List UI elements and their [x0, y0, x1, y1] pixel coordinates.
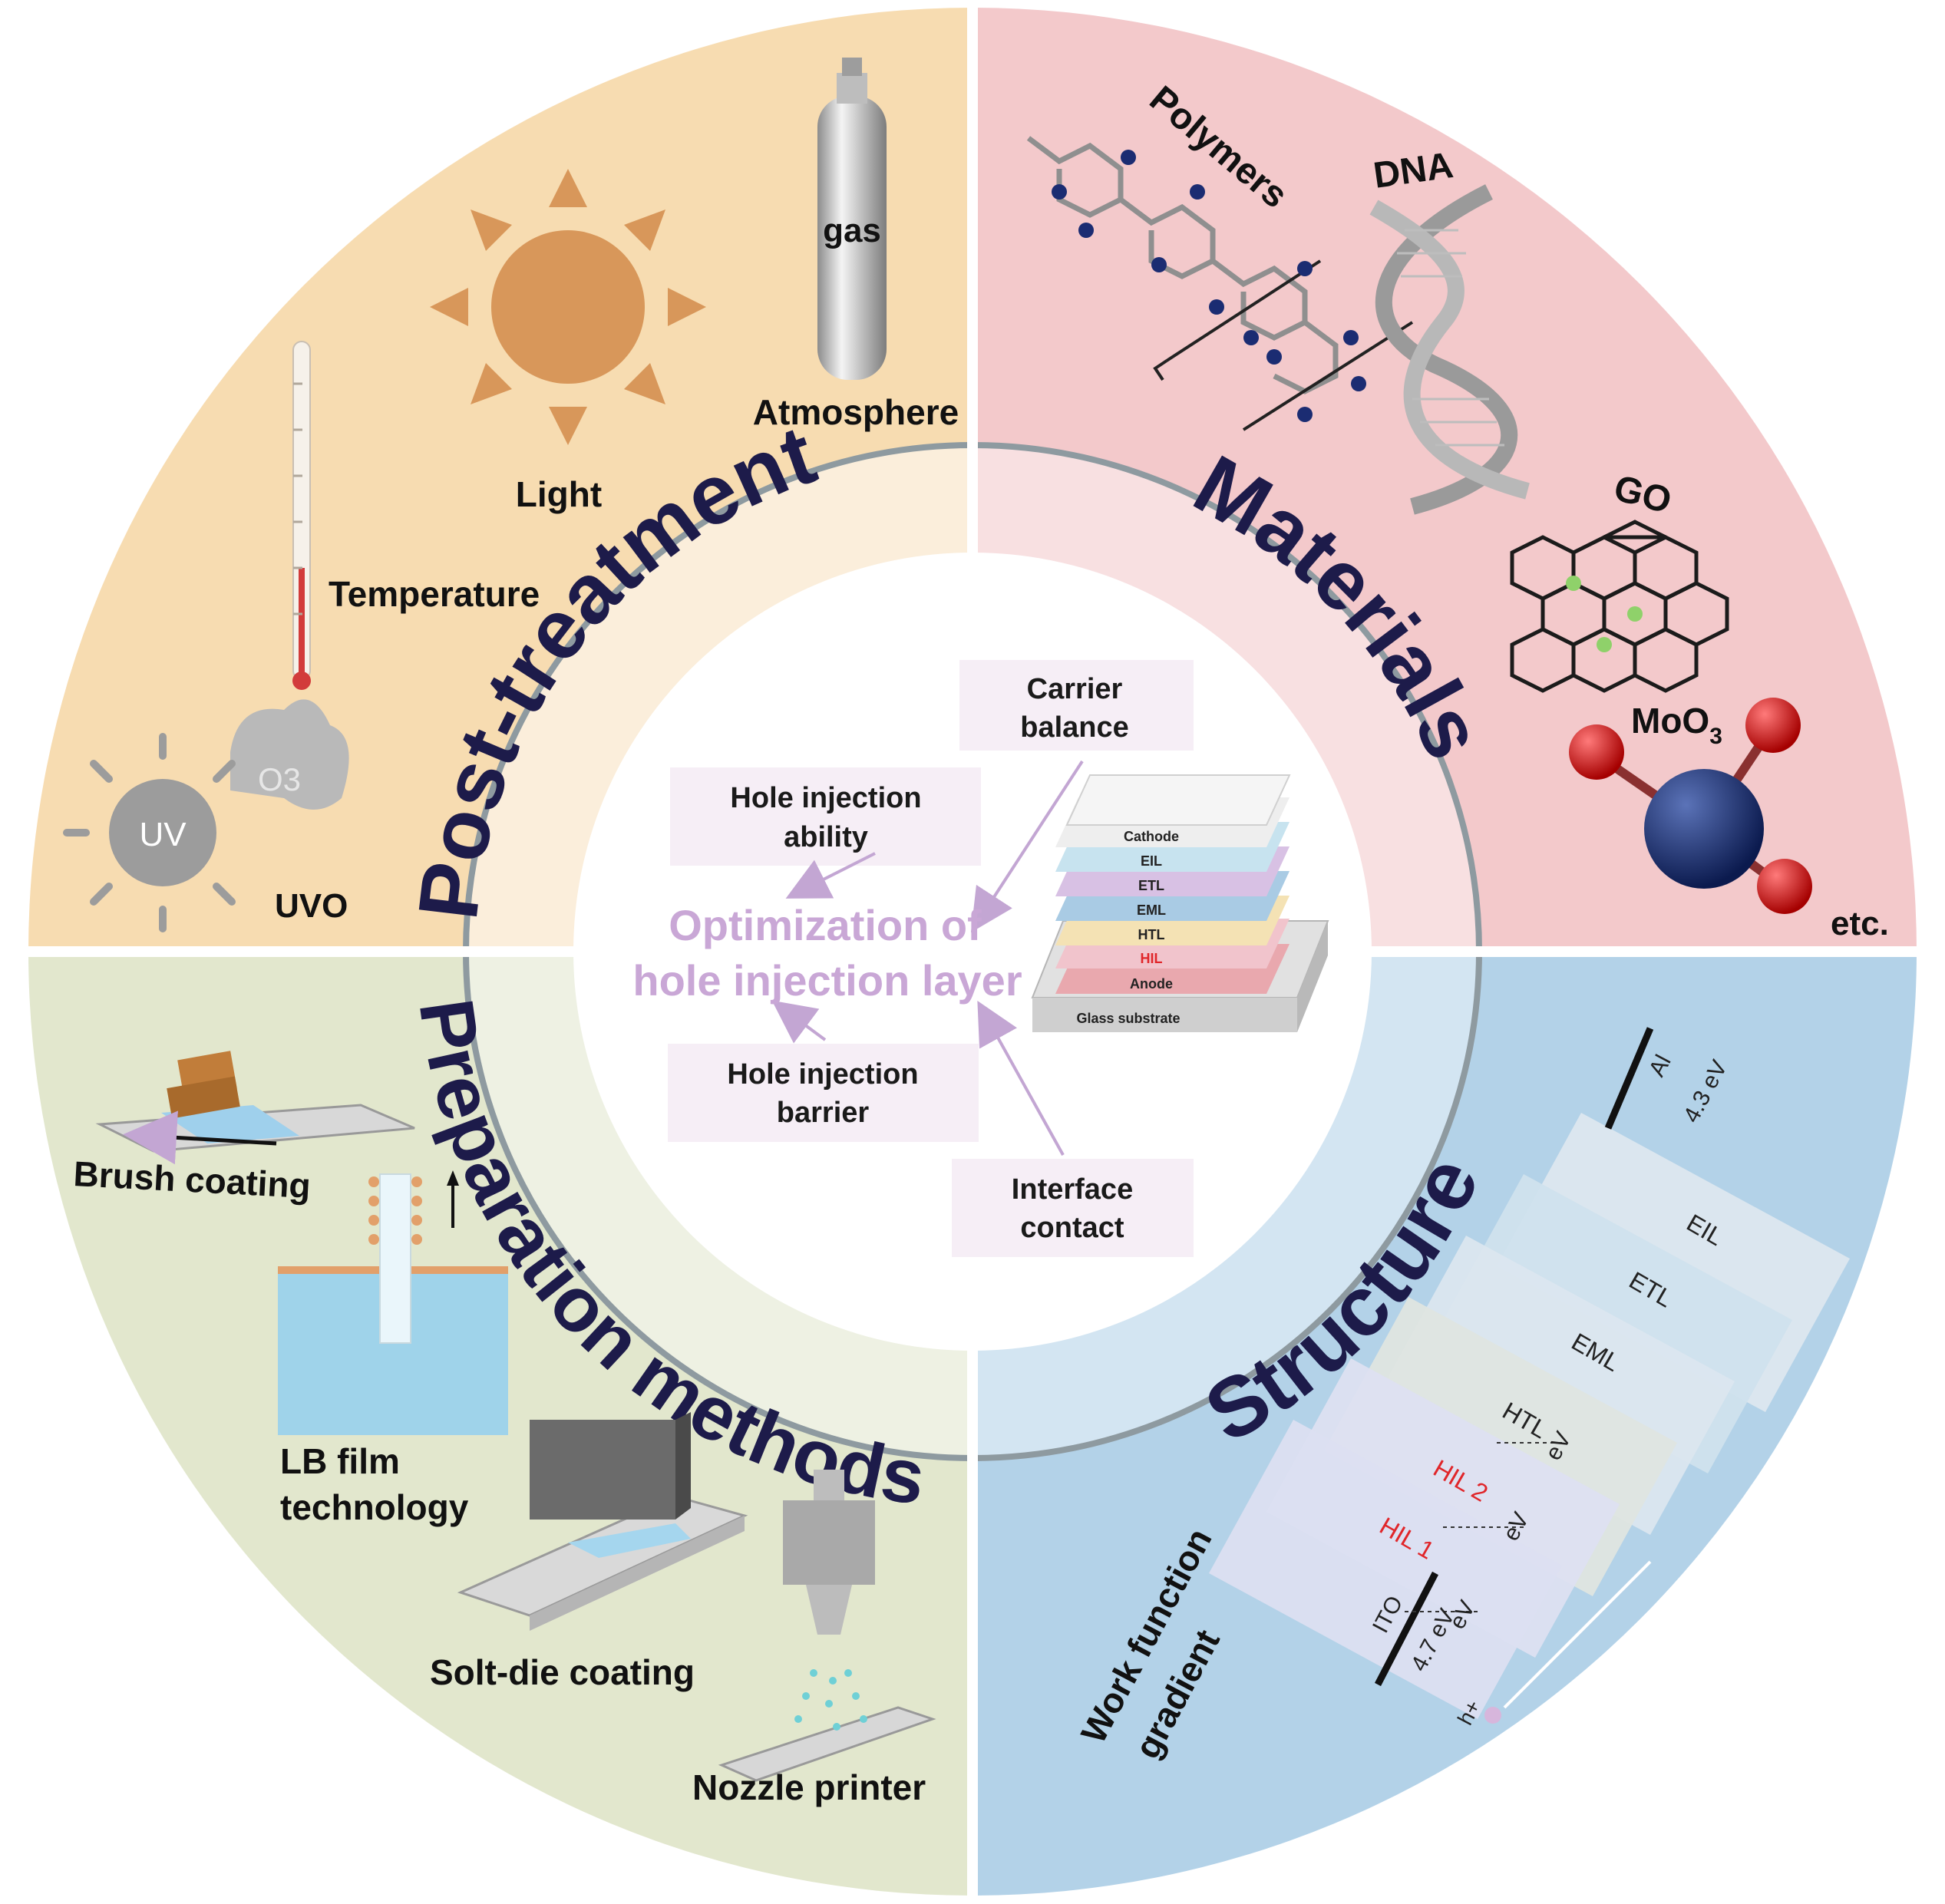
- stack-anode-label: Anode: [1130, 976, 1173, 992]
- stack-glass-label: Glass substrate: [1076, 1011, 1180, 1026]
- slot-die-icon: [457, 1412, 748, 1631]
- slot-die-label: Solt-die coating: [430, 1652, 695, 1692]
- ito-electrode-line: [1375, 1571, 1438, 1687]
- stack-cathode-label: Cathode: [1124, 829, 1179, 844]
- hole-icon: [1484, 1707, 1501, 1724]
- svg-text:ability: ability: [784, 821, 868, 853]
- lb-film-label-line1: LB film: [280, 1441, 400, 1481]
- svg-text:Interface: Interface: [1012, 1173, 1133, 1206]
- al-electrode-line: [1604, 1027, 1654, 1130]
- lb-film-icon: [278, 1170, 508, 1435]
- dna-rungs-icon: [1397, 229, 1504, 447]
- stack-etl-label: ETL: [1138, 878, 1164, 893]
- gas-cylinder-icon: [817, 58, 887, 380]
- hil1-slab: [1209, 1420, 1562, 1719]
- oxygen-groups-icon: [1566, 576, 1643, 652]
- energy-markers: [1405, 1442, 1566, 1612]
- hole-injection-ability-box: Hole injection ability: [670, 767, 981, 866]
- gas-label: gas: [823, 212, 881, 249]
- hole-injection-barrier-box: Hole injection barrier: [668, 1044, 979, 1142]
- sun-icon: [430, 169, 706, 445]
- svg-text:Hole injection: Hole injection: [730, 782, 921, 814]
- oled-device-stack: [1031, 774, 1329, 1032]
- svg-text:barrier: barrier: [777, 1097, 870, 1129]
- center-title-line1: Optimization of: [669, 901, 982, 949]
- moo3-label: MoO3: [1631, 701, 1722, 749]
- svg-text:contact: contact: [1020, 1212, 1124, 1244]
- work-function-layers: [1209, 1113, 1850, 1719]
- lb-film-label-line2: technology: [280, 1487, 469, 1527]
- stack-eml-label: EML: [1137, 903, 1166, 918]
- interface-contact-box: Interface contact: [952, 1159, 1194, 1257]
- uvo-icon: [63, 699, 349, 932]
- center-arrows: [771, 760, 1084, 1156]
- svg-text:balance: balance: [1020, 711, 1129, 744]
- stack-eil-label: EIL: [1141, 853, 1162, 869]
- o3-label: O3: [258, 761, 301, 797]
- nozzle-printer-label: Nozzle printer: [692, 1767, 926, 1807]
- dna-icon: [1369, 184, 1530, 515]
- svg-text:Carrier: Carrier: [1027, 673, 1123, 705]
- center-disc: [573, 553, 1372, 1351]
- moo3-molecule-icon: [1569, 698, 1812, 914]
- temperature-label: Temperature: [329, 574, 540, 614]
- stack-htl-label: HTL: [1138, 927, 1165, 942]
- hole-path: [1503, 1560, 1652, 1709]
- uv-label: UV: [139, 816, 187, 853]
- nozzle-printer-icon: [718, 1470, 936, 1782]
- uvo-label: UVO: [275, 887, 348, 925]
- polymer-atoms-icon: [1052, 150, 1366, 422]
- thermometer-icon: [292, 341, 311, 690]
- center-title-line2: hole injection layer: [632, 956, 1022, 1005]
- light-label: Light: [516, 474, 602, 514]
- brush-coating-icon: [95, 1051, 415, 1165]
- atmosphere-label: Atmosphere: [753, 392, 959, 432]
- etc-label: etc.: [1831, 905, 1889, 942]
- svg-text:Hole injection: Hole injection: [727, 1058, 918, 1091]
- stack-hil-label: HIL: [1141, 951, 1163, 966]
- carrier-balance-box: Carrier balance: [959, 660, 1194, 751]
